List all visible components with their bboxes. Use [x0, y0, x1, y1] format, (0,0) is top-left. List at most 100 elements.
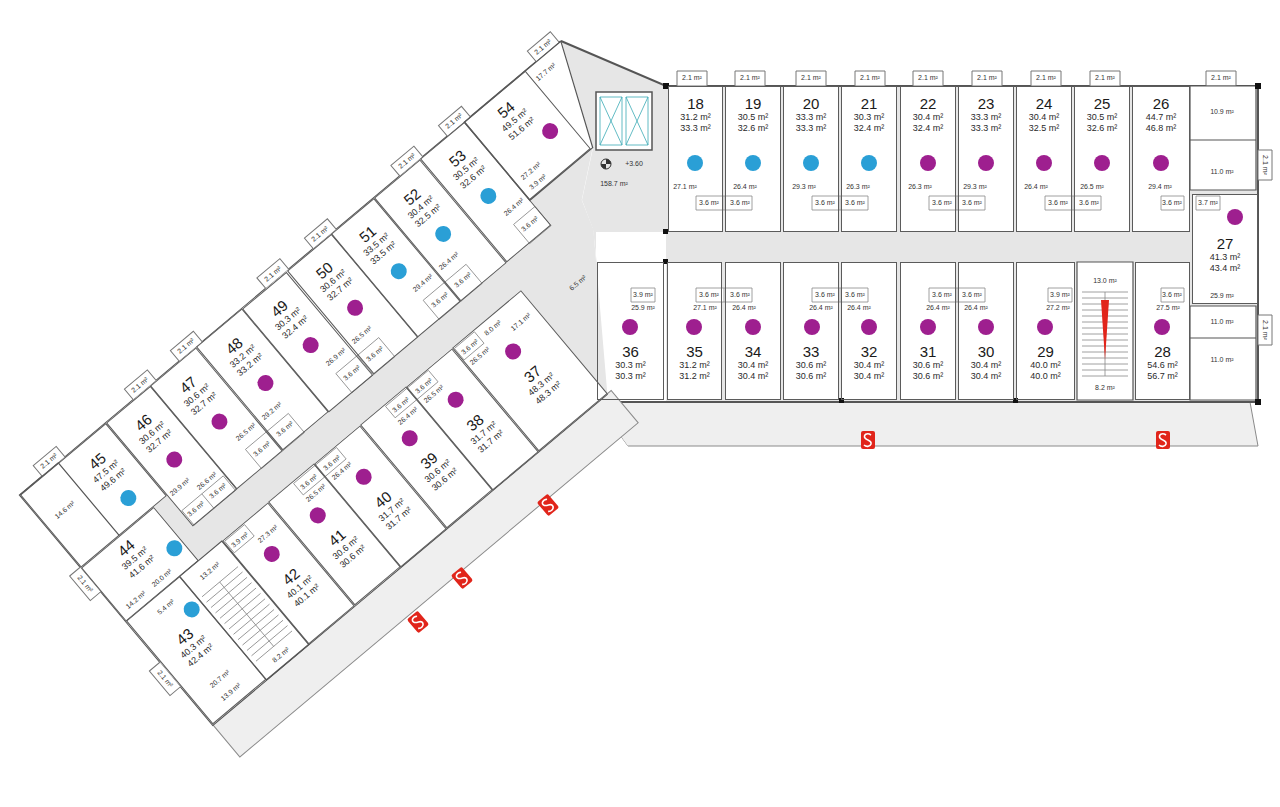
area-value: 31.2 m²: [680, 112, 711, 123]
apartment-room: 3230.4 m²30.4 m²: [841, 262, 897, 400]
area-value: 32.6 m²: [1087, 123, 1118, 134]
area-label: 3.6 m²: [1048, 199, 1068, 207]
area-value: 40.0 m²: [1030, 371, 1061, 382]
area-value: 30.4 m²: [738, 360, 769, 371]
area-label: 11.0 m²: [1210, 168, 1233, 176]
area-value: 44.7 m²: [1146, 112, 1177, 123]
area-label: 26.5 m²: [350, 324, 373, 345]
column: [593, 83, 1261, 405]
exit-sign: [411, 615, 425, 629]
area-label: 3.6 m²: [699, 199, 719, 207]
area-value: 32.4 m²: [854, 123, 885, 134]
type-dot: [1094, 155, 1110, 171]
type-dot: [1154, 319, 1170, 335]
apartment-room: 2033.3 m²33.3 m²: [783, 86, 839, 232]
area-value: 43.4 m²: [1210, 263, 1241, 274]
area-label: 26.3 m²: [846, 183, 870, 191]
apartment-number: 30: [978, 343, 995, 360]
apartment-number: 27: [1217, 235, 1234, 252]
apartment-number: 36: [622, 343, 639, 360]
area-label: 2.1 m²: [860, 74, 880, 82]
apartment-number: 19: [745, 95, 762, 112]
exit-sign: [541, 498, 555, 512]
area-label: 3.6 m²: [452, 271, 472, 290]
type-dot: [117, 487, 140, 510]
area-label: 3.6 m²: [520, 214, 540, 233]
area-label: 2.1 m²: [977, 74, 997, 82]
area-label: +3.60: [625, 160, 643, 168]
type-dot: [920, 319, 936, 335]
exit-sign: [861, 431, 875, 449]
area-value: 54.6 m²: [1147, 360, 1178, 371]
area-label: 29.3 m²: [792, 183, 816, 191]
area-label: 2.1 m²: [397, 152, 417, 171]
area-label: 17.7 m²: [534, 61, 557, 82]
area-label: 3.6 m²: [186, 500, 206, 519]
area-value: 30.4 m²: [1029, 112, 1060, 123]
apartment-number: 35: [686, 343, 703, 360]
area-label: 8.0 m²: [483, 318, 503, 337]
area-label: 26.4 m²: [964, 304, 988, 312]
area-label: 3.6 m²: [730, 291, 750, 299]
area-value: 41.3 m²: [1210, 252, 1241, 263]
type-dot: [432, 223, 455, 246]
area-label: 3.6 m²: [342, 363, 362, 382]
type-dot: [539, 120, 562, 143]
apartment-room: 4439.5 m²41.6 m²: [81, 507, 199, 622]
area-label: 3.6 m²: [365, 344, 385, 363]
stair-steps: [202, 567, 292, 662]
area-label: 13.9 m²: [220, 682, 243, 703]
apartment-room: 3030.4 m²30.4 m²: [958, 262, 1014, 400]
type-dot: [180, 598, 203, 621]
area-label: 3.6 m²: [1162, 291, 1182, 299]
area-value: 31.2 m²: [679, 371, 710, 382]
area-label: 8.2 m²: [271, 645, 291, 664]
area-label: 2.1 m²: [310, 224, 330, 243]
apartment-room: 1930.5 m²32.6 m²: [725, 86, 781, 232]
area-label: 5.4 m²: [156, 598, 176, 617]
exit-sign: [861, 431, 875, 449]
area-label: 8.2 m²: [1095, 384, 1115, 392]
type-dot: [745, 319, 761, 335]
area-value: 33.3 m²: [796, 123, 827, 134]
area-value: 30.3 m²: [615, 371, 646, 382]
area-label: 3.6 m²: [699, 291, 719, 299]
area-label: 27.2 m²: [1046, 304, 1070, 312]
area-label: 158.7 m²: [600, 180, 628, 188]
apartment-room: 2430.4 m²32.5 m²: [1016, 86, 1072, 232]
apartment-room: 2741.3 m²43.4 m²: [1192, 194, 1258, 304]
area-label: 3.6 m²: [275, 420, 295, 439]
area-value: 46.8 m²: [1146, 123, 1177, 134]
type-dot: [344, 297, 367, 320]
area-value: 30.5 m²: [738, 112, 769, 123]
type-dot: [352, 466, 375, 489]
apartment-room: 5230.4 m²32.5 m²: [374, 159, 507, 301]
area-label: 27.5 m²: [1156, 304, 1180, 312]
type-dot: [1036, 155, 1052, 171]
area-label: 2.1 m²: [1211, 74, 1231, 82]
area-label: 11.0 m²: [1210, 318, 1233, 326]
area-value: 32.6 m²: [738, 123, 769, 134]
elevator-shaft: [596, 92, 652, 150]
level-mark: [601, 159, 611, 169]
area-label: 3.9 m²: [230, 530, 250, 549]
apartment-room: 2530.5 m²32.6 m²: [1074, 86, 1130, 232]
area-label: 2.1 m²: [1261, 155, 1269, 175]
exit-sign: [455, 571, 469, 585]
area-label: 2.1 m²: [801, 74, 821, 82]
apartment-room: 2644.7 m²46.8 m²: [1132, 86, 1190, 232]
apartment-room: 4340.3 m²42.4 m²: [126, 576, 266, 724]
area-value: 33.3 m²: [971, 112, 1002, 123]
room-wall: [20, 41, 754, 725]
exit-sign: [864, 434, 871, 447]
area-label: 14.6 m²: [53, 499, 76, 520]
exit-sign: [451, 567, 473, 590]
area-label: 13.2 m²: [198, 560, 221, 581]
type-dot: [687, 155, 703, 171]
area-label: 26.9 m²: [324, 346, 347, 367]
type-dot: [920, 155, 936, 171]
area-label: 29.4 m²: [412, 273, 435, 294]
area-label: 3.6 m²: [429, 290, 449, 309]
type-dot: [477, 185, 500, 208]
bathroom: [178, 206, 581, 561]
